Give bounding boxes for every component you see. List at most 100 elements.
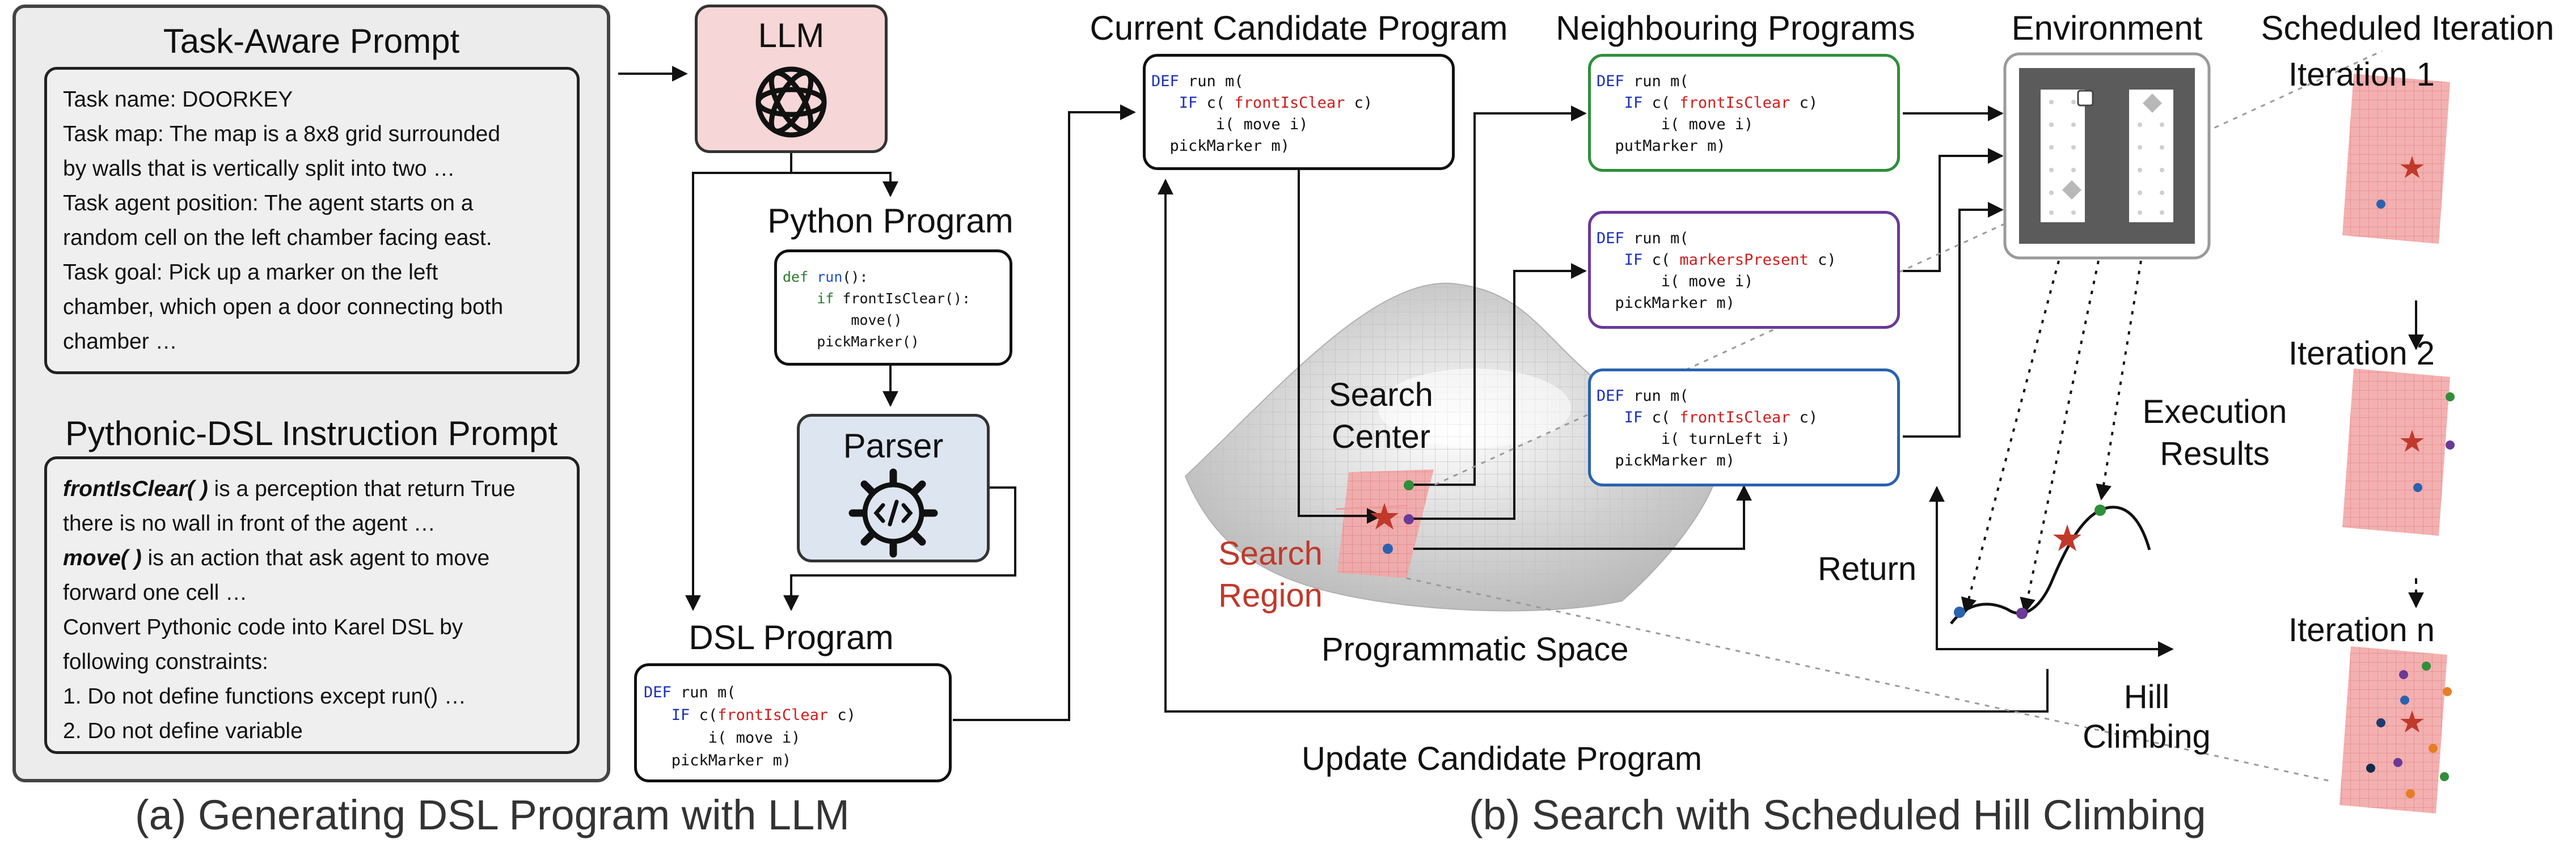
task-line: chamber, which open a door connecting bo… <box>63 295 504 319</box>
dsl-code-box <box>634 663 952 782</box>
label-line: Results <box>2160 435 2270 472</box>
code-text: pickMarker() <box>817 333 919 350</box>
code-text: c) <box>1808 251 1836 269</box>
scheduled-iteration-title: Scheduled Iteration <box>2261 9 2554 47</box>
task-prompt-title: Task-Aware Prompt <box>163 22 460 60</box>
predicate: frontIsClear <box>1234 94 1345 112</box>
label-line: Region <box>1218 577 1323 614</box>
code-text: c) <box>1790 94 1818 112</box>
predicate: frontIsClear <box>1679 94 1790 112</box>
code-text: i( turnLeft i) <box>1661 430 1790 448</box>
code-text: c( <box>1652 251 1680 269</box>
search-center-dots <box>1370 480 1414 554</box>
execution-results-label: Execution Results <box>2124 391 2305 475</box>
llm-label: LLM <box>758 16 825 54</box>
task-line: Task agent position: The agent starts on… <box>63 191 474 215</box>
caption-a: (a) Generating DSL Program with LLM <box>135 791 850 838</box>
update-candidate-label: Update Candidate Program <box>1302 740 1703 777</box>
neighbour-code-3: DEF run m( IF c( frontIsClear c) i( turn… <box>1597 385 1818 472</box>
instruction-line: frontIsClear( ) is a perception that ret… <box>63 472 561 506</box>
code-text: run m( <box>1633 387 1689 405</box>
code-text: c( <box>1652 94 1680 112</box>
programmatic-surface <box>1184 282 1720 612</box>
label-line: Execution <box>2142 393 2287 430</box>
task-line: Task goal: Pick up a marker on the left <box>63 260 438 285</box>
environment-title: Environment <box>2011 9 2203 47</box>
code-text: pickMarker m) <box>1615 452 1735 469</box>
neighbour-code-2: DEF run m( IF c( markersPresent c) i( mo… <box>1597 228 1836 314</box>
fn-name: run <box>817 269 843 285</box>
task-line: random cell on the left chamber facing e… <box>63 226 492 250</box>
def-keyword: DEF <box>644 684 681 701</box>
instruction-line: move( ) is an action that ask agent to m… <box>63 541 561 575</box>
code-text: c) <box>828 706 856 724</box>
dsl-prompt-title: Pythonic-DSL Instruction Prompt <box>65 414 558 452</box>
parser-label: Parser <box>843 427 944 465</box>
programmatic-space-label: Programmatic Space <box>1321 631 1629 668</box>
neighbour-program-2 <box>1588 211 1900 329</box>
instruction-line: Convert Pythonic code into Karel DSL by <box>63 615 463 639</box>
code-text: c( <box>699 706 718 724</box>
neighbour-program-1 <box>1588 54 1900 172</box>
iteration-patches <box>2339 74 2455 814</box>
if-keyword: IF <box>671 706 699 724</box>
python-code-box <box>774 249 1012 366</box>
code-text: i( move i) <box>1661 273 1754 290</box>
code-text: pickMarker m) <box>671 752 792 769</box>
code-text: run m( <box>1633 230 1689 247</box>
neighbour-code-1: DEF run m( IF c( frontIsClear c) i( move… <box>1597 71 1818 157</box>
code-text: frontIsClear(): <box>842 290 971 307</box>
instruction-text: is an action that ask agent to move <box>141 546 490 570</box>
code-text: pickMarker m) <box>1169 137 1290 155</box>
move-term: move( ) <box>63 546 142 570</box>
panel-a-arrows <box>618 66 1136 721</box>
return-axis-label: Return <box>1818 550 1917 587</box>
code-text: c( <box>1652 409 1680 426</box>
environment-grid <box>2003 52 2211 260</box>
search-region-label: Search Region <box>1208 533 1333 617</box>
iteration-n-label: Iteration n <box>2288 612 2435 649</box>
task-line: Task name: DOORKEY <box>63 87 293 112</box>
code-text: move() <box>851 312 902 328</box>
hill-climbing-label: Hill Climbing <box>2079 677 2215 757</box>
label-line: Center <box>1331 418 1431 455</box>
marker-diamond <box>2062 180 2081 200</box>
current-candidate-title: Current Candidate Program <box>1089 9 1508 47</box>
python-program-title: Python Program <box>767 202 1013 240</box>
code-text: i( move i) <box>708 729 801 747</box>
code-text: run m( <box>1633 73 1689 90</box>
instruction-line: there is no wall in front of the agent … <box>63 511 436 536</box>
def-keyword: DEF <box>1597 230 1634 247</box>
dsl-code: DEF run m( IF c(frontIsClear c) i( move … <box>644 681 856 772</box>
return-graph <box>1929 486 2174 657</box>
current-program-box <box>1143 54 1455 170</box>
current-program-code: DEF run m( IF c( frontIsClear c) i( move… <box>1151 71 1373 157</box>
if-keyword: if <box>817 290 843 307</box>
task-line: chamber … <box>63 329 178 354</box>
task-line: by walls that is vertically split into t… <box>63 156 455 181</box>
instruction-line: forward one cell … <box>63 581 248 605</box>
frontisclear-term: frontIsClear( ) <box>63 477 208 501</box>
dsl-instruction-box: frontIsClear( ) is a perception that ret… <box>44 456 580 754</box>
code-text: run m( <box>681 684 736 701</box>
panel-b-arrows <box>1158 105 2424 713</box>
neighbour-program-3 <box>1588 368 1900 486</box>
predicate: frontIsClear <box>1679 409 1790 426</box>
if-keyword: IF <box>1624 251 1652 269</box>
agent-icon <box>2077 90 2094 107</box>
def-keyword: DEF <box>1597 73 1634 90</box>
code-text: i( move i) <box>1215 116 1308 133</box>
code-text: pickMarker m) <box>1615 294 1735 312</box>
code-text: i( move i) <box>1661 116 1754 133</box>
if-keyword: IF <box>1624 94 1652 112</box>
execution-arrows <box>1961 260 2142 614</box>
iteration-2-label: Iteration 2 <box>2288 335 2435 372</box>
if-keyword: IF <box>1624 409 1652 426</box>
code-text: c) <box>1790 409 1818 426</box>
def-keyword: DEF <box>1151 73 1189 90</box>
label-line: Hill <box>2123 679 2170 715</box>
label-line: Climbing <box>2083 718 2211 755</box>
def-keyword: def <box>783 269 817 285</box>
def-keyword: DEF <box>1597 387 1634 405</box>
